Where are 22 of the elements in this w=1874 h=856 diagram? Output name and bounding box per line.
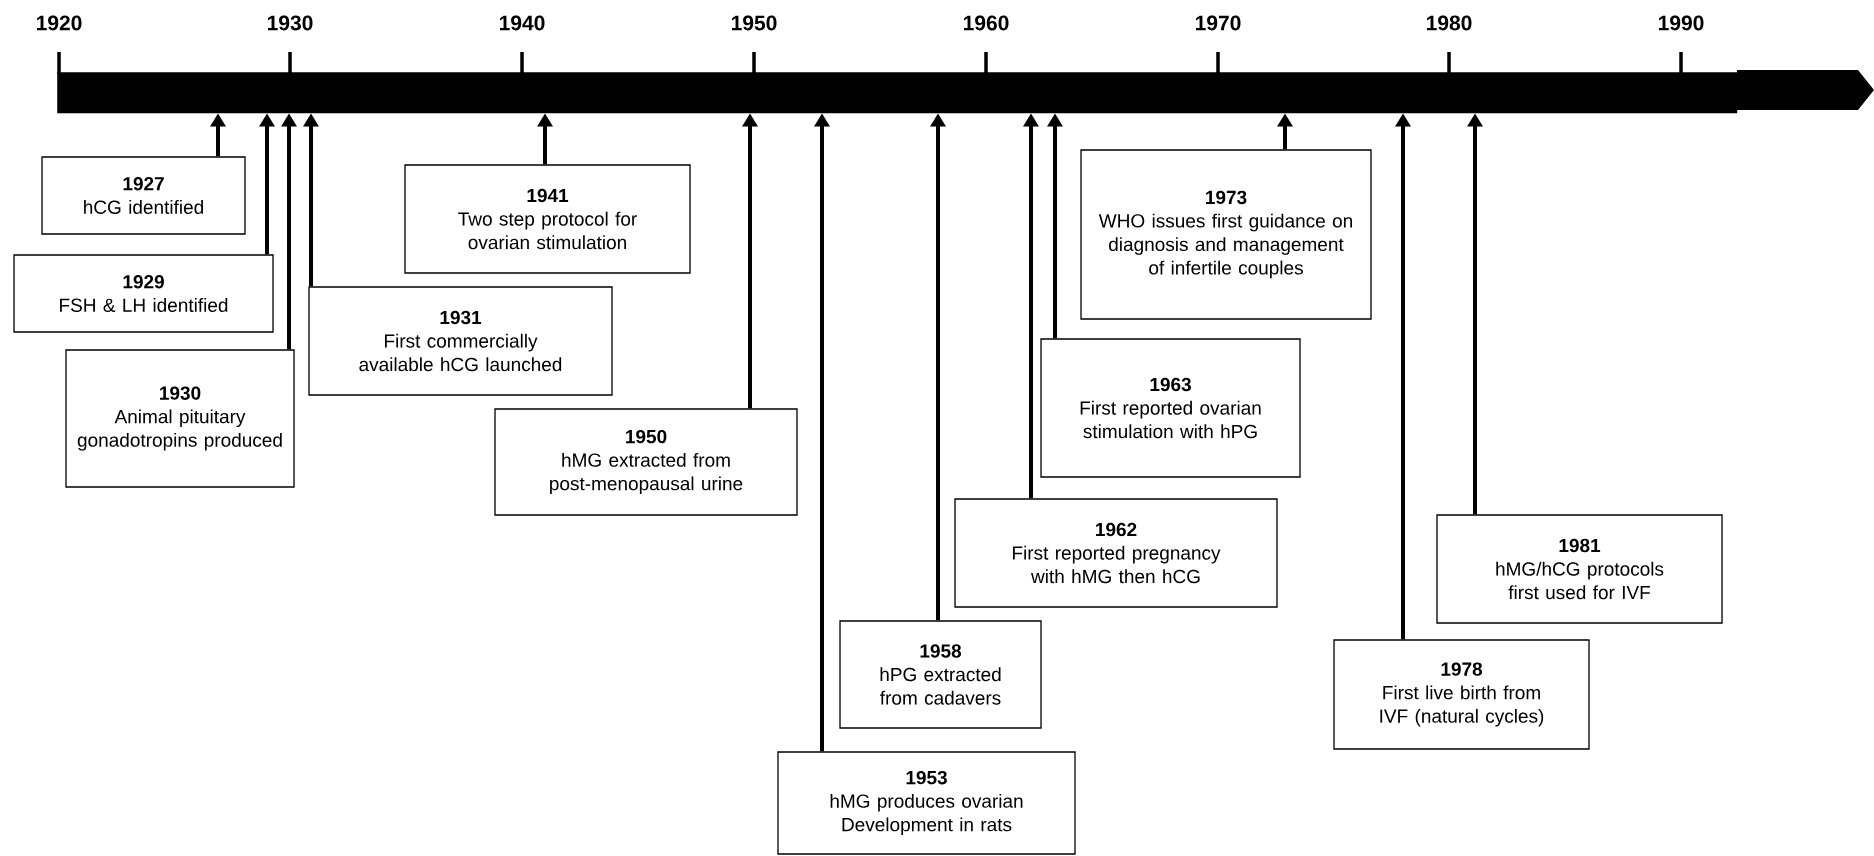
event-box: 1973 WHO issues first guidance on diagnosis and management of infertile couples (1080, 149, 1372, 320)
event-box: 1929 FSH & LH identified (13, 254, 274, 333)
event-box: 1950 hMG extracted from post-menopausal urine (494, 408, 798, 516)
year-label: 1990 (1658, 15, 1704, 31)
event-box: 1958 hPG extracted from cadavers (839, 620, 1042, 729)
year-label: 1980 (1426, 15, 1472, 31)
event-box: 1927 hCG identified (41, 156, 246, 235)
year-label: 1960 (963, 15, 1009, 31)
year-label: 1930 (267, 15, 313, 31)
event-box: 1981 hMG/hCG protocols first used for IVF (1436, 514, 1723, 624)
timeline-arrow (57, 70, 1874, 114)
event-box: 1953 hMG produces ovarian Development in rats (777, 751, 1076, 855)
year-label: 1920 (36, 15, 82, 31)
event-box: 1931 First commercially available hCG launched (308, 286, 613, 396)
event-box: 1978 First live birth from IVF (natural cycles) (1333, 639, 1590, 750)
event-box: 1963 First reported ovarian stimulation with hPG (1040, 338, 1301, 478)
event-box: 1930 Animal pituitary gonadotropins produced (65, 349, 295, 488)
event-box: 1962 First reported pregnancy with hMG then hCG (954, 498, 1278, 608)
year-label: 1970 (1195, 15, 1241, 31)
year-label: 1950 (731, 15, 777, 31)
year-label: 1940 (499, 15, 545, 31)
event-box: 1941 Two step protocol for ovarian stimulation (404, 164, 691, 274)
